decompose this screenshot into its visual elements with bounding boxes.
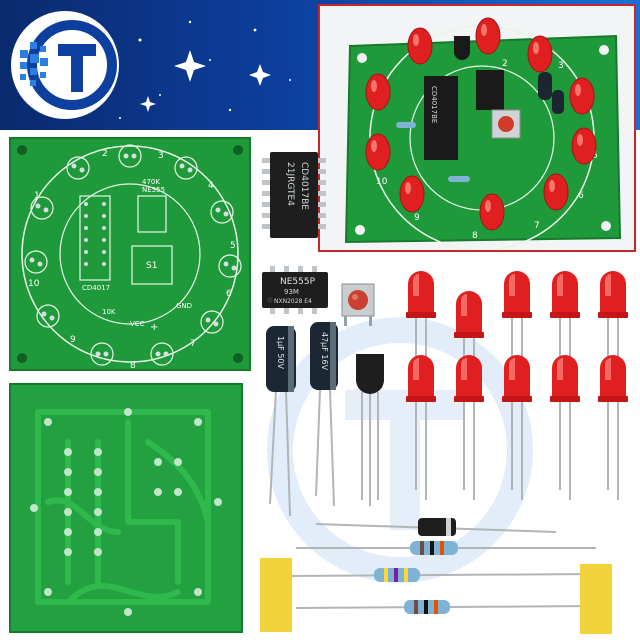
pcb-number: 3: [158, 151, 164, 161]
brand-logo: [6, 6, 124, 124]
chip-marking-bottom: CD4017BE: [299, 162, 309, 210]
capacitor-icon: 1µF 50V 47µF 16V: [266, 322, 338, 517]
led-red-icon: [549, 354, 581, 501]
tape-strip: [580, 564, 612, 634]
pcb-label-gnd: GND: [176, 302, 192, 310]
sparkle-star-icon: [140, 50, 271, 112]
diode-icon: [315, 518, 557, 536]
pcb-number: 7: [190, 339, 196, 349]
led-red-icon: [453, 354, 485, 501]
capacitor-label: 1µF 50V: [276, 336, 285, 370]
tactile-switch: [338, 274, 378, 328]
push-button-icon: [341, 283, 375, 326]
capacitor-label: 47µF 16V: [320, 332, 329, 371]
pcb-label-plus: +: [150, 322, 158, 333]
pcb-number: 10: [28, 279, 40, 289]
pcb-number: 9: [70, 335, 76, 345]
pcb-front: CD4017 NE555 S1 10K 470K VCC GND + 1 2 3…: [8, 136, 252, 372]
led-icons: [405, 270, 629, 501]
photo-number: 7: [534, 221, 540, 231]
photo-number: 5: [592, 151, 598, 161]
chip-marking-bottom: NXN2028 E4: [274, 298, 312, 305]
pcb-back-drawing: [9, 383, 243, 633]
assembled-pcb: CD4017BE 2 3 4 5 6 7 8 9 10: [320, 6, 634, 251]
pcb-number: 2: [102, 149, 108, 159]
pcb-number: 6: [226, 289, 232, 299]
chip-marking-top: 21JRGTE4: [285, 162, 295, 206]
photo-number: 9: [414, 213, 420, 223]
cd4017-chip: 21JRGTE4 CD4017BE: [262, 150, 326, 242]
ic-chip-icon: 21JRGTE4 CD4017BE: [262, 152, 326, 238]
photo-number: 2: [502, 59, 508, 69]
led-red-icon: [597, 354, 629, 501]
photo-number: 6: [578, 191, 584, 201]
resistor-diode-icons: [260, 518, 612, 634]
pcb-back: [8, 382, 244, 636]
pcb-number: 8: [130, 361, 136, 371]
capacitors: 1µF 50V 47µF 16V: [264, 320, 340, 520]
pcb-label-resistor-a: 10K: [102, 308, 116, 316]
led-red-icon: [501, 354, 533, 501]
photo-number: 10: [376, 177, 388, 187]
resistor-icon: [296, 541, 596, 555]
resistor-icon: [295, 600, 597, 614]
pcb-label-ic1: CD4017: [82, 284, 110, 292]
transistor-icon: [356, 354, 384, 506]
transistor: [350, 350, 390, 510]
pcb-number: 1: [34, 191, 40, 201]
pcb-number: 5: [230, 241, 236, 251]
stars-layer: [119, 20, 291, 119]
resistor-icon: [285, 568, 597, 582]
photo-number: 3: [558, 61, 564, 71]
ic-chip-icon: NE555P 93M NXN2028 E4: [262, 266, 328, 314]
pcb-label-resistor-b: 470K: [142, 178, 160, 186]
pcb-label-switch: S1: [146, 261, 157, 271]
led-group: [400, 262, 640, 512]
photo-ic-label: CD4017BE: [430, 86, 438, 123]
ne555-chip: NE555P 93M NXN2028 E4: [260, 266, 330, 314]
photo-number: 8: [472, 231, 478, 241]
pcb-number: 4: [208, 181, 214, 191]
led-red-icon: [405, 354, 437, 501]
pcb-front-drawing: CD4017 NE555 S1 10K 470K VCC GND + 1 2 3…: [9, 137, 251, 371]
small-components: [256, 508, 640, 638]
logo-icon: [11, 11, 119, 119]
pcb-label-ic2: NE555: [142, 186, 165, 194]
chip-marking-top: NE555P: [280, 277, 316, 287]
chip-marking-code: 93M: [284, 288, 299, 296]
pcb-label-vcc: VCC: [130, 320, 145, 328]
tape-strip: [260, 558, 292, 632]
assembled-kit-photo: CD4017BE 2 3 4 5 6 7 8 9 10: [318, 4, 636, 252]
